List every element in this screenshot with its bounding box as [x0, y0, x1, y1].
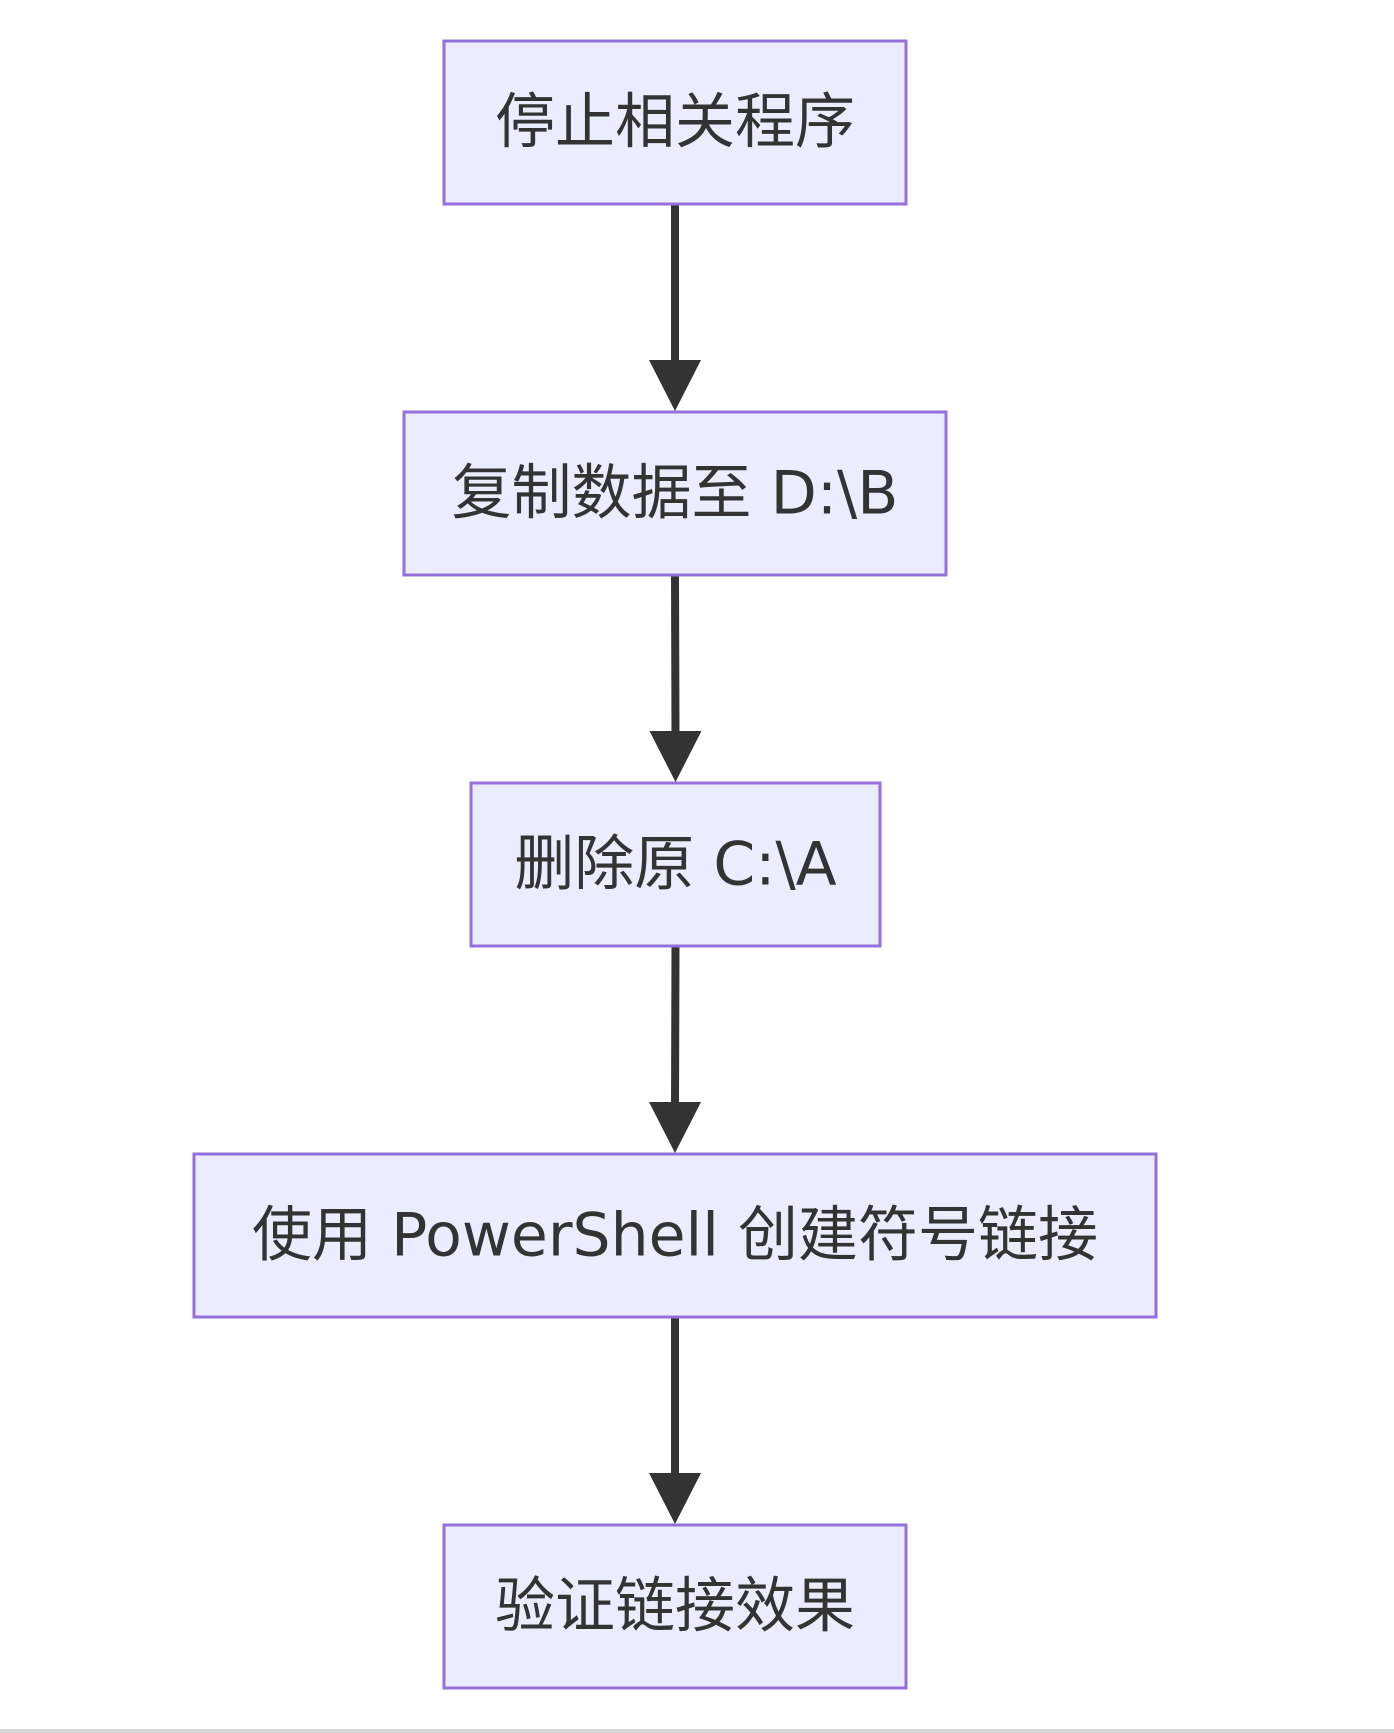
node-label: 停止相关程序: [495, 88, 855, 158]
arrow-head-icon: [649, 1102, 701, 1153]
node-n3: 删除原 C:\A: [469, 781, 882, 948]
arrow-head-icon: [649, 1473, 701, 1524]
node-n5: 验证链接效果: [442, 1523, 908, 1690]
arrow-head-icon: [649, 360, 701, 411]
node-box: [442, 39, 908, 206]
node-box: [402, 410, 948, 577]
node-label: 复制数据至 D:\B: [452, 459, 899, 529]
edge-n4-n5: [649, 1317, 701, 1524]
edge-n1-n2: [649, 204, 701, 411]
edge-n3-n4: [649, 945, 701, 1153]
node-n4: 使用 PowerShell 创建符号链接: [192, 1152, 1158, 1319]
node-label: 验证链接效果: [495, 1572, 855, 1642]
edge-line: [671, 574, 680, 736]
node-n1: 停止相关程序: [442, 39, 908, 206]
arrow-head-icon: [649, 731, 702, 782]
edges-layer: [649, 204, 702, 1524]
node-n2: 复制数据至 D:\B: [402, 410, 948, 577]
node-label: 删除原 C:\A: [514, 830, 836, 900]
node-box: [192, 1152, 1158, 1319]
edge-n2-n3: [649, 574, 702, 782]
node-box: [469, 781, 882, 948]
node-box: [442, 1523, 908, 1690]
bottom-border: [0, 1729, 1394, 1733]
edge-line: [671, 945, 680, 1107]
node-label: 使用 PowerShell 创建符号链接: [252, 1201, 1098, 1271]
